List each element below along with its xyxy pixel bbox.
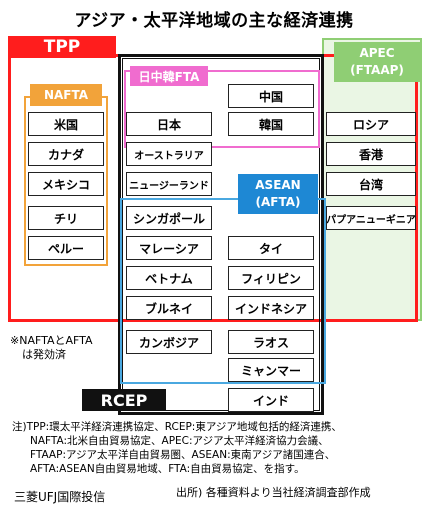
footnote-line3: FTAAP:アジア太平洋自由貿易圏、ASEAN:東南アジア諸国連合、 <box>30 449 336 461</box>
apec-label-ftaap: (FTAAP) <box>350 63 404 77</box>
country-hong-kong: 香港 <box>326 142 416 166</box>
brand-name: 三菱UFJ国際投信 <box>14 490 106 504</box>
country-myanmar: ミャンマー <box>228 358 314 382</box>
country-laos: ラオス <box>228 330 314 354</box>
asean-label: ASEAN (AFTA) <box>238 174 318 214</box>
tpp-label: TPP <box>8 36 116 58</box>
country-australia: オーストラリア <box>126 142 212 166</box>
country-india: インド <box>228 388 314 412</box>
footnote-line1: 注)TPP:環太平洋経済連携協定、RCEP:東アジア地域包括的経済連携、 <box>12 421 342 433</box>
in-force-note-line2: は発効済 <box>22 348 66 361</box>
apec-label: APEC (FTAAP) <box>334 42 420 82</box>
in-force-note-line1: ※NAFTAとAFTA <box>10 334 93 347</box>
footnote-line2: NAFTA:北米自由貿易協定、APEC:アジア太平洋経済協力会議、 <box>30 435 329 447</box>
source-note: 出所) 各種資料より当社経済調査部作成 <box>176 486 371 499</box>
country-cambodia: カンボジア <box>126 330 212 354</box>
cjk-fta-region <box>124 70 320 148</box>
country-philippines: フィリピン <box>228 266 314 290</box>
country-taiwan: 台湾 <box>326 172 416 196</box>
country-indonesia: インドネシア <box>228 296 314 320</box>
rcep-region-inner-line <box>122 58 320 411</box>
country-chile: チリ <box>28 206 104 230</box>
country-peru: ペルー <box>28 236 104 260</box>
footnote-line4: AFTA:ASEAN自由貿易地域、FTA:自由貿易協定、を指す。 <box>30 463 305 475</box>
country-russia: ロシア <box>326 112 416 136</box>
country-brunei: ブルネイ <box>126 296 212 320</box>
asean-label-name: ASEAN <box>255 178 301 192</box>
in-force-note: ※NAFTAとAFTA は発効済 <box>10 334 93 362</box>
apec-label-name: APEC <box>359 46 395 60</box>
country-united-states: 米国 <box>28 112 104 136</box>
country-vietnam: ベトナム <box>126 266 212 290</box>
country-new-zealand: ニュージーランド <box>126 172 212 196</box>
country-papua-new-guinea: パプアニューギニア <box>326 206 416 230</box>
rcep-label: RCEP <box>82 389 166 411</box>
nafta-label: NAFTA <box>30 84 102 106</box>
asean-region <box>120 198 326 384</box>
footnote: 注)TPP:環太平洋経済連携協定、RCEP:東アジア地域包括的経済連携、 NAF… <box>12 420 422 476</box>
country-canada: カナダ <box>28 142 104 166</box>
country-china: 中国 <box>228 84 314 108</box>
page-title: アジア・太平洋地域の主な経済連携 <box>74 11 354 31</box>
cjk-fta-label: 日中韓FTA <box>130 66 208 86</box>
country-japan: 日本 <box>126 112 212 136</box>
country-korea: 韓国 <box>228 112 314 136</box>
country-thailand: タイ <box>228 236 314 260</box>
country-mexico: メキシコ <box>28 172 104 196</box>
country-singapore: シンガポール <box>126 206 212 230</box>
rcep-region <box>118 54 324 415</box>
country-malaysia: マレーシア <box>126 236 212 260</box>
asean-label-afta: (AFTA) <box>255 195 301 209</box>
